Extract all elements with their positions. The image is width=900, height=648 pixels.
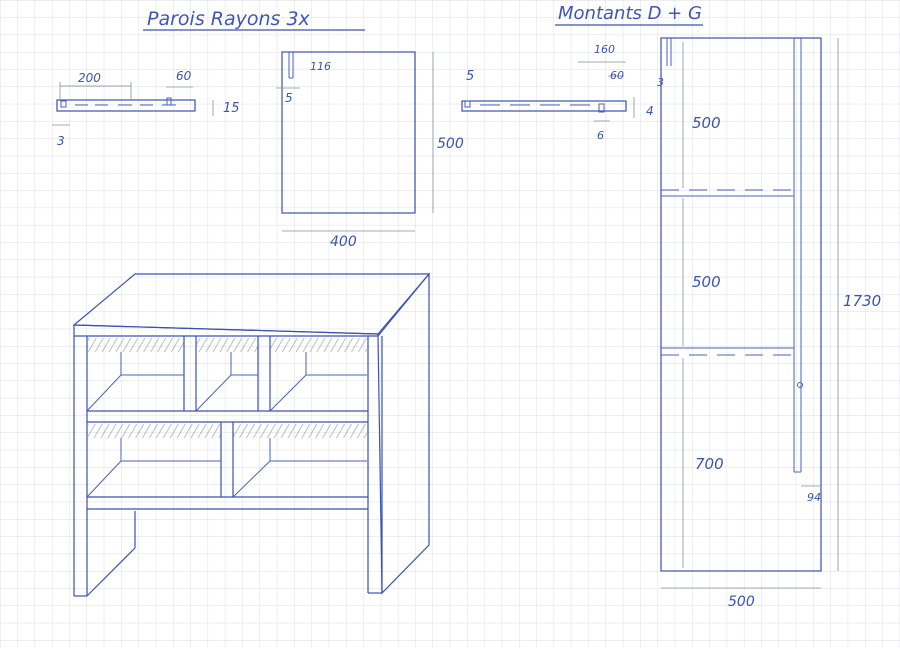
dim-5-panel: 5: [285, 91, 293, 105]
dim-400: 400: [330, 234, 357, 250]
montant-elevation: [660, 37, 839, 589]
dim-5-montant: 5: [466, 69, 474, 84]
dim-116: 116: [310, 60, 331, 73]
parois-profile-dimensions: [52, 82, 214, 126]
dim-seg-500-middle: 500: [692, 273, 721, 291]
dim-94: 94: [807, 491, 821, 504]
dim-3: 3: [57, 134, 65, 148]
dim-160: 160: [594, 43, 615, 56]
parois-panel: [276, 51, 434, 232]
dim-seg-700: 700: [695, 455, 724, 473]
dim-60: 60: [176, 69, 192, 83]
dim-500-panel: 500: [437, 136, 464, 152]
dim-seg-500-top: 500: [692, 114, 721, 132]
dim-6: 6: [597, 129, 604, 142]
dim-200: 200: [78, 71, 101, 85]
dim-60-montant: 60: [610, 69, 624, 82]
cabinet-perspective: [72, 272, 431, 597]
dim-500-width: 500: [728, 594, 755, 610]
dim-3-montant: 3: [657, 76, 664, 89]
dim-1730: 1730: [843, 292, 881, 310]
title-parois-rayons: Parois Rayons 3x: [147, 8, 311, 30]
title-montants: Montants D + G: [558, 3, 702, 24]
parois-section-profile: [56, 97, 196, 112]
dim-4: 4: [646, 104, 654, 118]
montants-section-profile: [461, 61, 635, 122]
dim-15: 15: [223, 101, 240, 116]
